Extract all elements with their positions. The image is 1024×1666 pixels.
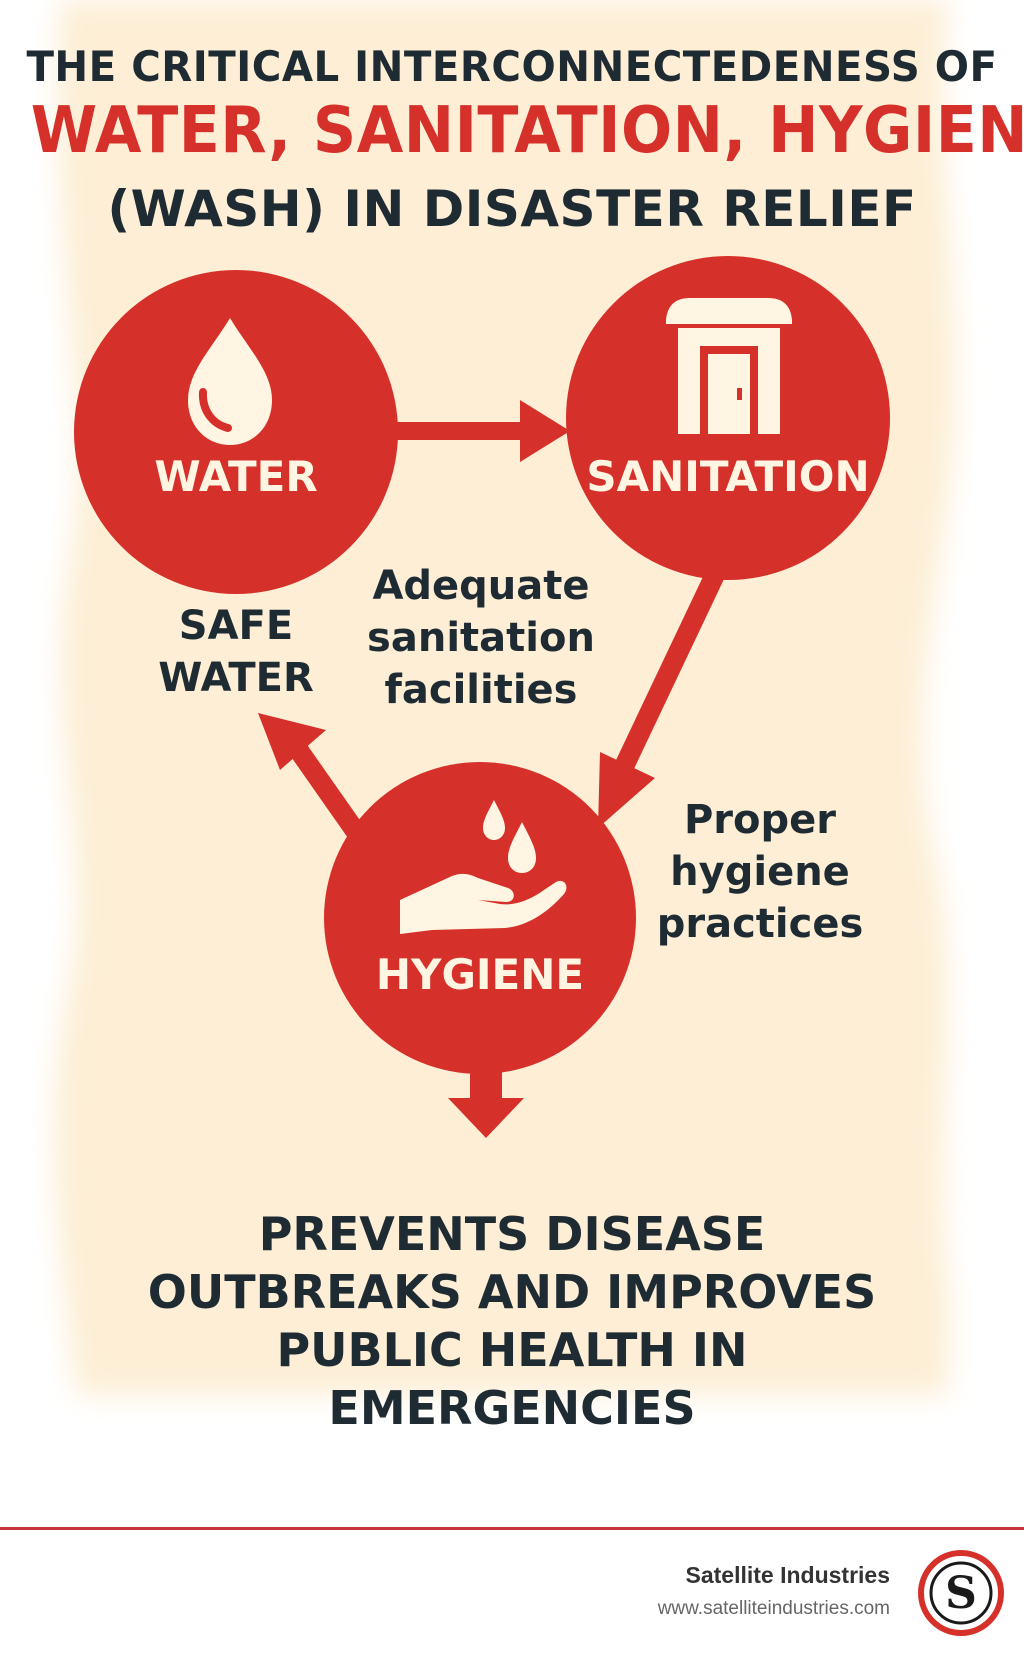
arrow-water-to-sanitation	[395, 400, 570, 462]
adequate-sanitation-label: Adequate sanitation facilities	[367, 563, 595, 713]
water-node-label: WATER	[154, 452, 318, 501]
hand-washing-icon	[400, 800, 567, 934]
outcome-statement: PREVENTS DISEASE OUTBREAKS AND IMPROVES …	[147, 1207, 877, 1435]
sanitation-node-label: SANITATION	[586, 452, 870, 501]
title-line-2: WATER, SANITATION, HYGIENE	[30, 94, 1024, 168]
hygiene-node-label: HYGIENE	[375, 950, 585, 999]
arrow-sanitation-to-hygiene	[598, 555, 732, 828]
logo-letter: S	[945, 1568, 977, 1619]
title-line-1: THE CRITICAL INTERCONNECTEDENESS OF	[26, 42, 998, 91]
company-url[interactable]: www.satelliteindustries.com	[657, 1598, 890, 1619]
satellite-logo-icon: S	[918, 1550, 1004, 1636]
water-drop-icon	[188, 318, 272, 445]
footer-divider	[0, 1527, 1024, 1530]
proper-hygiene-label: Proper hygiene practices	[656, 797, 864, 947]
portable-toilet-icon	[666, 298, 792, 434]
title-line-3: (WASH) IN DISASTER RELIEF	[107, 180, 917, 238]
company-name: Satellite Industries	[685, 1562, 890, 1588]
safe-water-label: SAFE WATER	[158, 603, 314, 701]
